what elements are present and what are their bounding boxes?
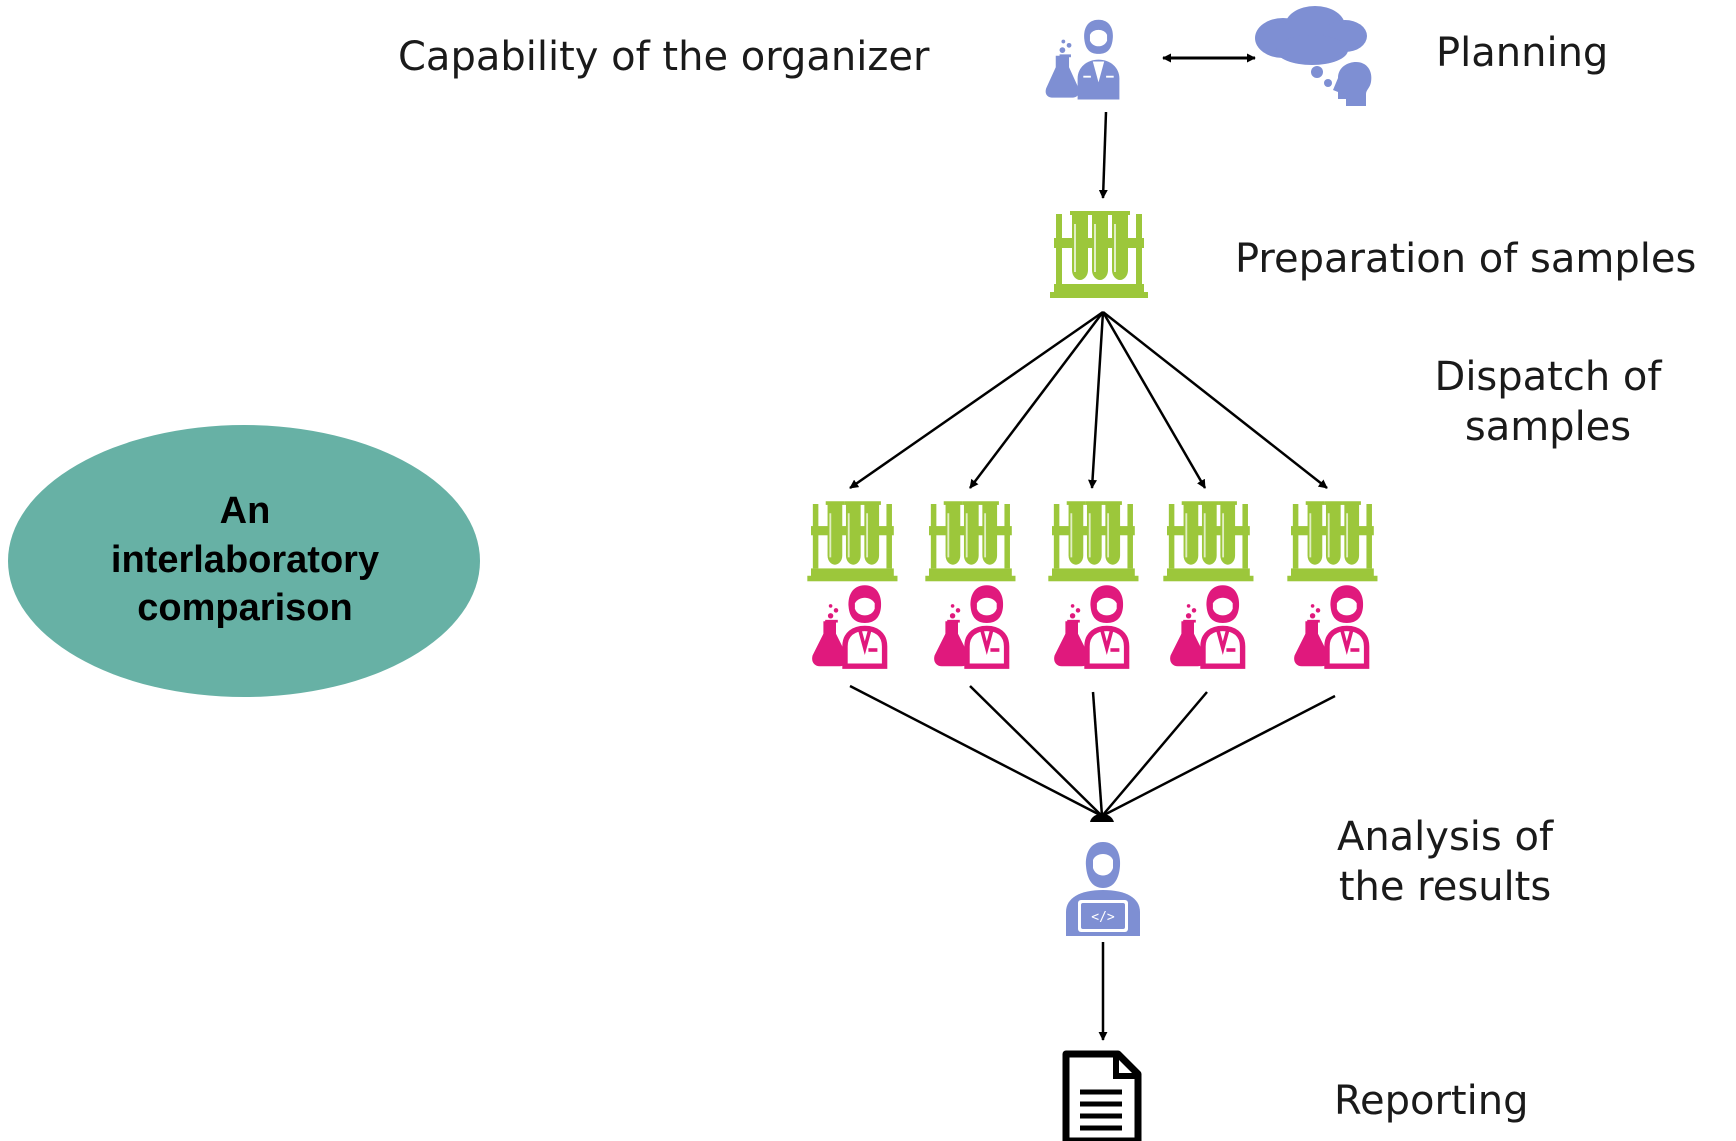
results-line bbox=[849, 684, 1103, 818]
label-dispatch-line1: Dispatch of bbox=[1434, 354, 1662, 400]
label-dispatch-line2: samples bbox=[1464, 404, 1632, 450]
title-bubble-shape bbox=[8, 425, 480, 697]
dispatch-arrow bbox=[1088, 311, 1105, 489]
results-line bbox=[1091, 691, 1104, 817]
organizer-scientist-icon bbox=[1044, 18, 1121, 101]
label-planning: Planning bbox=[1436, 30, 1609, 76]
lab-technician-icon bbox=[1054, 585, 1126, 666]
lab-technician-icon bbox=[934, 585, 1006, 666]
analyst-laptop-icon: </> bbox=[1066, 842, 1140, 936]
results-line bbox=[969, 685, 1103, 817]
dispatch-arrow bbox=[969, 311, 1104, 489]
thought-cloud-icon bbox=[1255, 6, 1372, 106]
participant-rack-icon bbox=[1286, 500, 1379, 583]
participant-rack-icon bbox=[806, 500, 899, 583]
results-lines bbox=[849, 684, 1336, 818]
arrow-to-preparation bbox=[1098, 111, 1108, 199]
dispatch-arrow bbox=[1101, 311, 1207, 489]
lab-technician-icon bbox=[812, 585, 884, 666]
convergence-point bbox=[1090, 813, 1114, 822]
results-line bbox=[1101, 694, 1336, 818]
title-bubble-text: An interlaboratory comparison bbox=[110, 490, 380, 630]
dispatch-arrows bbox=[849, 310, 1328, 490]
label-analysis: Analysis of the results bbox=[1315, 812, 1575, 912]
label-analysis-line2: the results bbox=[1338, 864, 1552, 910]
lab-technician-icon bbox=[1170, 585, 1242, 666]
dispatch-arrow bbox=[1102, 311, 1328, 489]
report-document-icon bbox=[1062, 1050, 1142, 1141]
label-dispatch: Dispatch of samples bbox=[1418, 352, 1678, 452]
label-reporting: Reporting bbox=[1334, 1078, 1529, 1124]
participant-rack-icon bbox=[1047, 500, 1140, 583]
dispatch-arrow bbox=[849, 310, 1104, 490]
svg-text:</>: </> bbox=[1091, 910, 1115, 925]
label-capability: Capability of the organizer bbox=[398, 34, 930, 80]
participants bbox=[806, 500, 1379, 666]
sample-preparation-rack-icon bbox=[1049, 210, 1149, 299]
results-line bbox=[1101, 691, 1208, 817]
lab-technician-icon bbox=[1294, 585, 1366, 666]
label-analysis-line1: Analysis of bbox=[1336, 814, 1554, 860]
participant-rack-icon bbox=[1162, 500, 1255, 583]
participant-rack-icon bbox=[924, 500, 1017, 583]
label-preparation: Preparation of samples bbox=[1235, 236, 1697, 282]
